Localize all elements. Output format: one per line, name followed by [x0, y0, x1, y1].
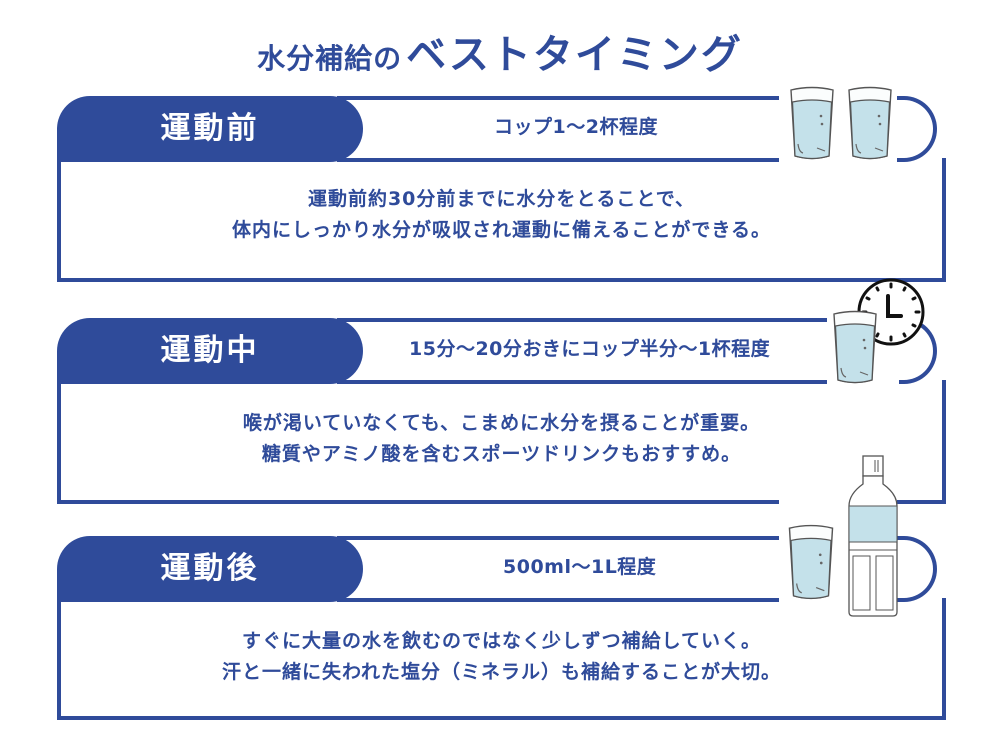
- description-box: 喉が渇いていなくても、こまめに水分を摂ることが重要。 糖質やアミノ酸を含むスポー…: [57, 380, 946, 504]
- description-text: すぐに大量の水を飲むのではなく少しずつ補給していく。 汗と一緒に失われた塩分（ミ…: [221, 630, 782, 683]
- title-part2: ベストタイミング: [406, 32, 743, 78]
- section-label: 運動後: [57, 536, 363, 602]
- description-text: 喉が渇いていなくても、こまめに水分を摂ることが重要。 糖質やアミノ酸を含むスポー…: [242, 412, 761, 465]
- two-glasses-icon: [790, 86, 892, 160]
- title-part1: 水分補給の: [257, 42, 403, 75]
- section-label: 運動前: [57, 96, 363, 162]
- amount-text: コップ1～2杯程度: [494, 116, 658, 138]
- description-text: 運動前約30分前までに水分をとることで、 体内にしっかり水分が吸収され運動に備え…: [231, 188, 772, 241]
- water-bottle-icon: [848, 455, 898, 617]
- description-box: 運動前約30分前までに水分をとることで、 体内にしっかり水分が吸収され運動に備え…: [57, 158, 946, 282]
- glass-of-water-icon: [788, 524, 834, 600]
- glass-of-water-icon: [833, 310, 877, 384]
- section-after-exercise: すぐに大量の水を飲むのではなく少しずつ補給していく。 汗と一緒に失われた塩分（ミ…: [57, 446, 946, 722]
- section-label: 運動中: [57, 318, 363, 384]
- page-title: 水分補給のベストタイミング: [0, 22, 1000, 80]
- amount-text: 15分～20分おきにコップ半分～1杯程度: [409, 338, 771, 360]
- section-during-exercise: 喉が渇いていなくても、こまめに水分を摂ることが重要。 糖質やアミノ酸を含むスポー…: [57, 278, 946, 504]
- description-box: すぐに大量の水を飲むのではなく少しずつ補給していく。 汗と一緒に失われた塩分（ミ…: [57, 598, 946, 720]
- amount-text: 500ml～1L程度: [503, 556, 657, 578]
- section-before-exercise: 運動前約30分前までに水分をとることで、 体内にしっかり水分が吸収され運動に備え…: [57, 86, 946, 282]
